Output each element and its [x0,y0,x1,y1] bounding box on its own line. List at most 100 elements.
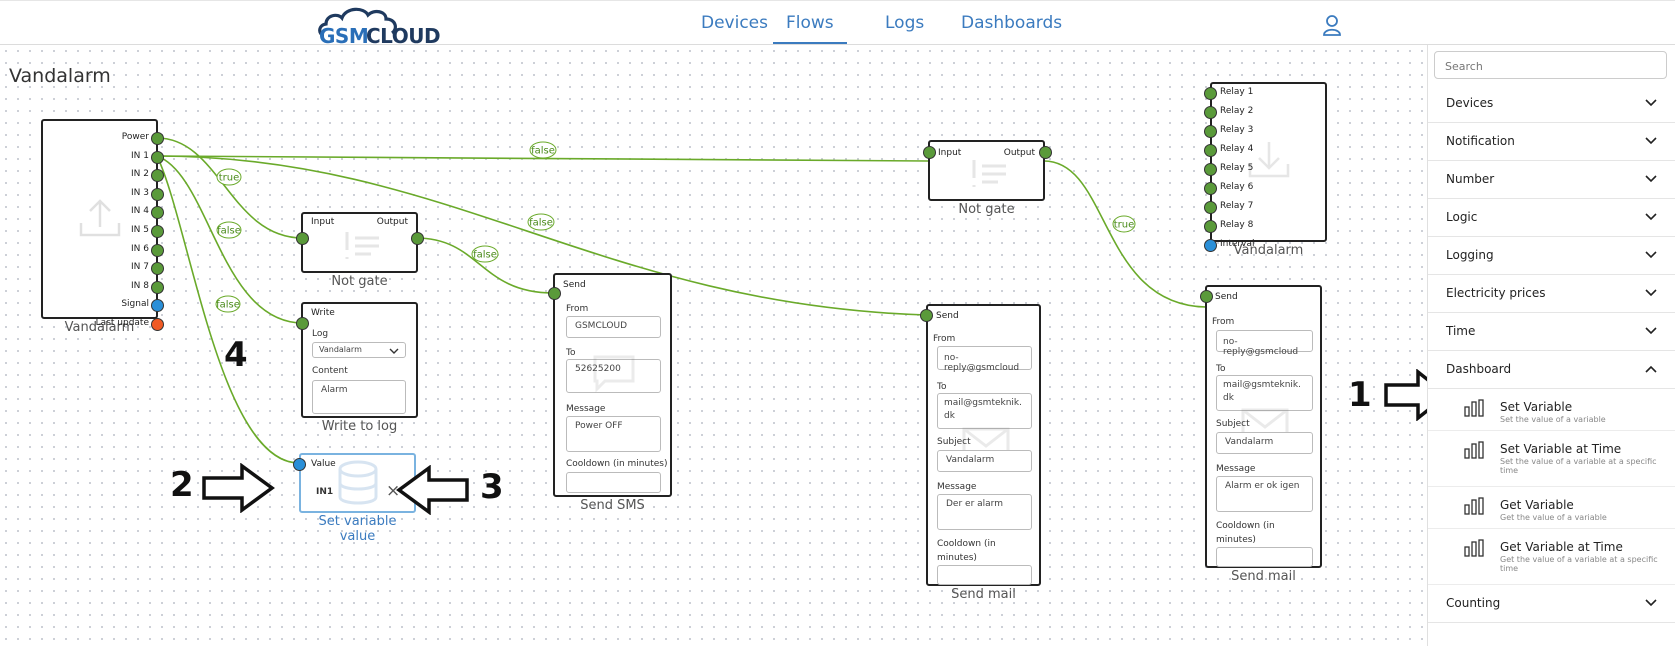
not-gate-node-2[interactable]: Input Output [928,140,1045,201]
user-icon[interactable] [1322,14,1342,40]
relay-port-dot[interactable] [1204,220,1217,233]
gsmcloud-logo[interactable]: GSM CLOUD [316,5,448,48]
write-log-node[interactable]: Write Log Vandalarm Content Alarm [301,302,418,418]
source-port-dot[interactable] [151,132,164,145]
category-logic[interactable]: Logic [1428,199,1675,237]
sms-from-input[interactable]: GSMCLOUD [566,316,661,338]
mail1-from-input[interactable]: no-reply@gsmcloud [937,346,1032,373]
send-sms-node[interactable]: Send From GSMCLOUD To 52625200 Message P… [553,273,672,497]
relay-port-dot[interactable] [1204,163,1217,176]
source-port-dot[interactable] [151,169,164,183]
palette-item-title: Get Variable [1500,498,1574,512]
mail1-message-input[interactable]: Der er alarm [937,494,1032,530]
log-select[interactable]: Vandalarm [312,342,406,358]
logo-text-gsm: GSM [319,24,369,48]
flow-title: Vandalarm [9,65,111,87]
source-port-dot[interactable] [151,280,164,294]
source-port-dot[interactable] [151,262,164,276]
sms-to-input[interactable]: 52625200 [566,359,661,393]
relay-port-dot[interactable] [1204,182,1217,195]
flow-canvas[interactable]: Vandalarm true false false fals [0,45,1450,646]
category-time[interactable]: Time [1428,313,1675,351]
mail1-subject-input[interactable]: Vandalarm [937,450,1032,472]
send-mail-node-2[interactable]: Send From no-reply@gsmcloud To mail@gsmt… [1205,285,1322,568]
relay-port-dot[interactable] [1204,125,1217,138]
relay-device-node[interactable] [1210,82,1327,242]
source-port-dot[interactable] [151,150,164,164]
send-mail-2-port-label: Send [1215,292,1238,302]
chevron-down-icon [1644,209,1658,228]
wire-notgate2-mail2 [1043,160,1207,308]
category-counting[interactable]: Counting [1428,585,1675,623]
category-label: Time [1446,324,1476,338]
source-port-label: IN 2 [131,169,149,180]
mail2-from-input[interactable]: no-reply@gsmcloud [1216,330,1313,357]
send-mail-2-caption: Send mail [1231,569,1296,584]
relay-port-label: Relay 6 [1220,182,1254,192]
not-gate-icon [972,160,1006,187]
relay-port-dot[interactable] [1204,239,1217,252]
send-mail-node-1[interactable]: Send From no-reply@gsmcloud To mail@gsmt… [926,304,1041,586]
mail2-cooldown-input[interactable] [1216,547,1313,567]
send-sms-input-port[interactable] [548,287,561,300]
send-mail-2-input-port[interactable] [1200,290,1213,303]
mail2-to-input[interactable]: mail@gsmteknik. dk [1216,375,1313,411]
relay-port-label: Relay 5 [1220,163,1254,173]
category-devices[interactable]: Devices [1428,85,1675,123]
mail1-to-input[interactable]: mail@gsmteknik. dk [937,393,1032,429]
source-port-dot[interactable] [151,243,164,257]
send-mail-1-input-port[interactable] [920,309,933,322]
category-label: Dashboard [1446,362,1512,376]
write-log-input-port[interactable] [296,317,309,330]
relay-port-label: Interval [1220,239,1255,249]
relay-port-dot[interactable] [1204,201,1217,214]
source-device-node[interactable] [41,119,158,319]
annotation-1: 1 [1348,375,1372,415]
set-variable-input-port[interactable] [293,458,306,471]
mail2-subject-input[interactable]: Vandalarm [1216,432,1313,454]
source-port-dot[interactable] [151,299,164,313]
source-port-dot[interactable] [151,206,164,220]
source-port-dot[interactable] [151,318,164,331]
sms-cooldown-input[interactable] [566,472,661,493]
source-port-dot[interactable] [151,225,164,238]
category-dashboard[interactable]: Dashboard [1428,351,1675,389]
source-port-label: Power [121,132,149,142]
search-input[interactable]: Search [1434,51,1667,79]
not-gate-2-output-port[interactable] [1039,146,1052,159]
category-number[interactable]: Number [1428,161,1675,199]
nav-devices[interactable]: Devices [701,13,768,33]
remove-node-button[interactable]: × [386,481,401,501]
sms-message-input[interactable]: Power OFF [566,416,661,452]
relay-port-dot[interactable] [1204,87,1217,100]
set-variable-port-label: Value [311,459,336,469]
relay-port-dot[interactable] [1204,106,1217,119]
category-label: Electricity prices [1446,286,1546,300]
nav-dashboards[interactable]: Dashboards [961,13,1063,33]
category-label: Counting [1446,596,1501,610]
set-variable-node[interactable]: Value IN1 × [299,453,416,513]
nav-flows[interactable]: Flows [773,13,847,44]
bar-chart-icon [1464,441,1484,463]
not-gate-2-input-port[interactable] [923,146,936,159]
category-logging[interactable]: Logging [1428,237,1675,275]
relay-port-dot[interactable] [1204,144,1217,157]
category-electricity-prices[interactable]: Electricity prices [1428,275,1675,313]
not-gate-node-1[interactable]: Input Output [301,212,418,273]
source-port-label: IN 1 [131,150,149,161]
mail1-cooldown-input[interactable] [937,565,1032,585]
mail1-message-label: Message [937,482,977,492]
not-gate-1-input-port[interactable] [296,232,309,245]
mail2-message-value: Alarm er ok igen [1225,481,1300,491]
edge-label-false-5: false [473,250,497,261]
not-gate-1-output-port[interactable] [411,232,424,245]
category-notification[interactable]: Notification [1428,123,1675,161]
nav-logs[interactable]: Logs [885,13,925,33]
source-port-dot[interactable] [151,187,164,201]
content-textarea[interactable]: Alarm [312,380,406,414]
mail2-message-input[interactable]: Alarm er ok igen [1216,476,1313,512]
